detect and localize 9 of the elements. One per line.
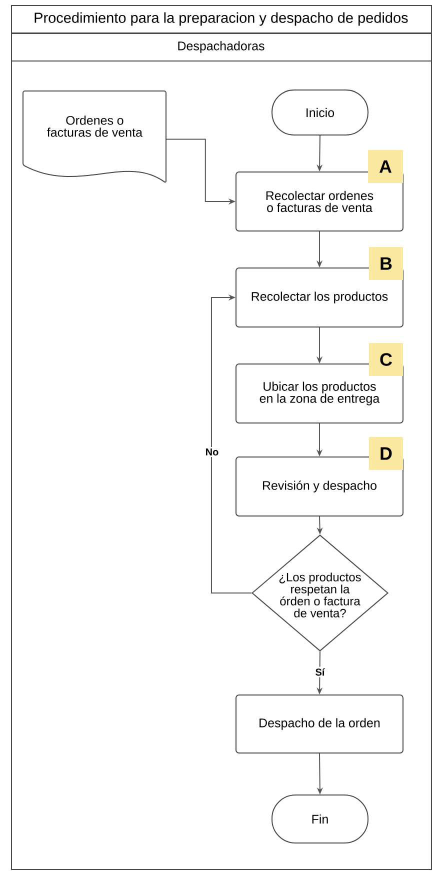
edge-label: No — [204, 447, 220, 457]
edge-label: Sí — [314, 666, 326, 678]
process-box: Despacho de la orden — [236, 694, 404, 754]
sticky-note: D — [369, 437, 403, 470]
arrow — [211, 294, 252, 594]
process-box: Recolectar ordenes o facturas de venta — [236, 172, 404, 232]
sticky-note: B — [369, 247, 403, 280]
sticky-note: A — [368, 150, 403, 184]
sticky-note: C — [369, 343, 403, 376]
